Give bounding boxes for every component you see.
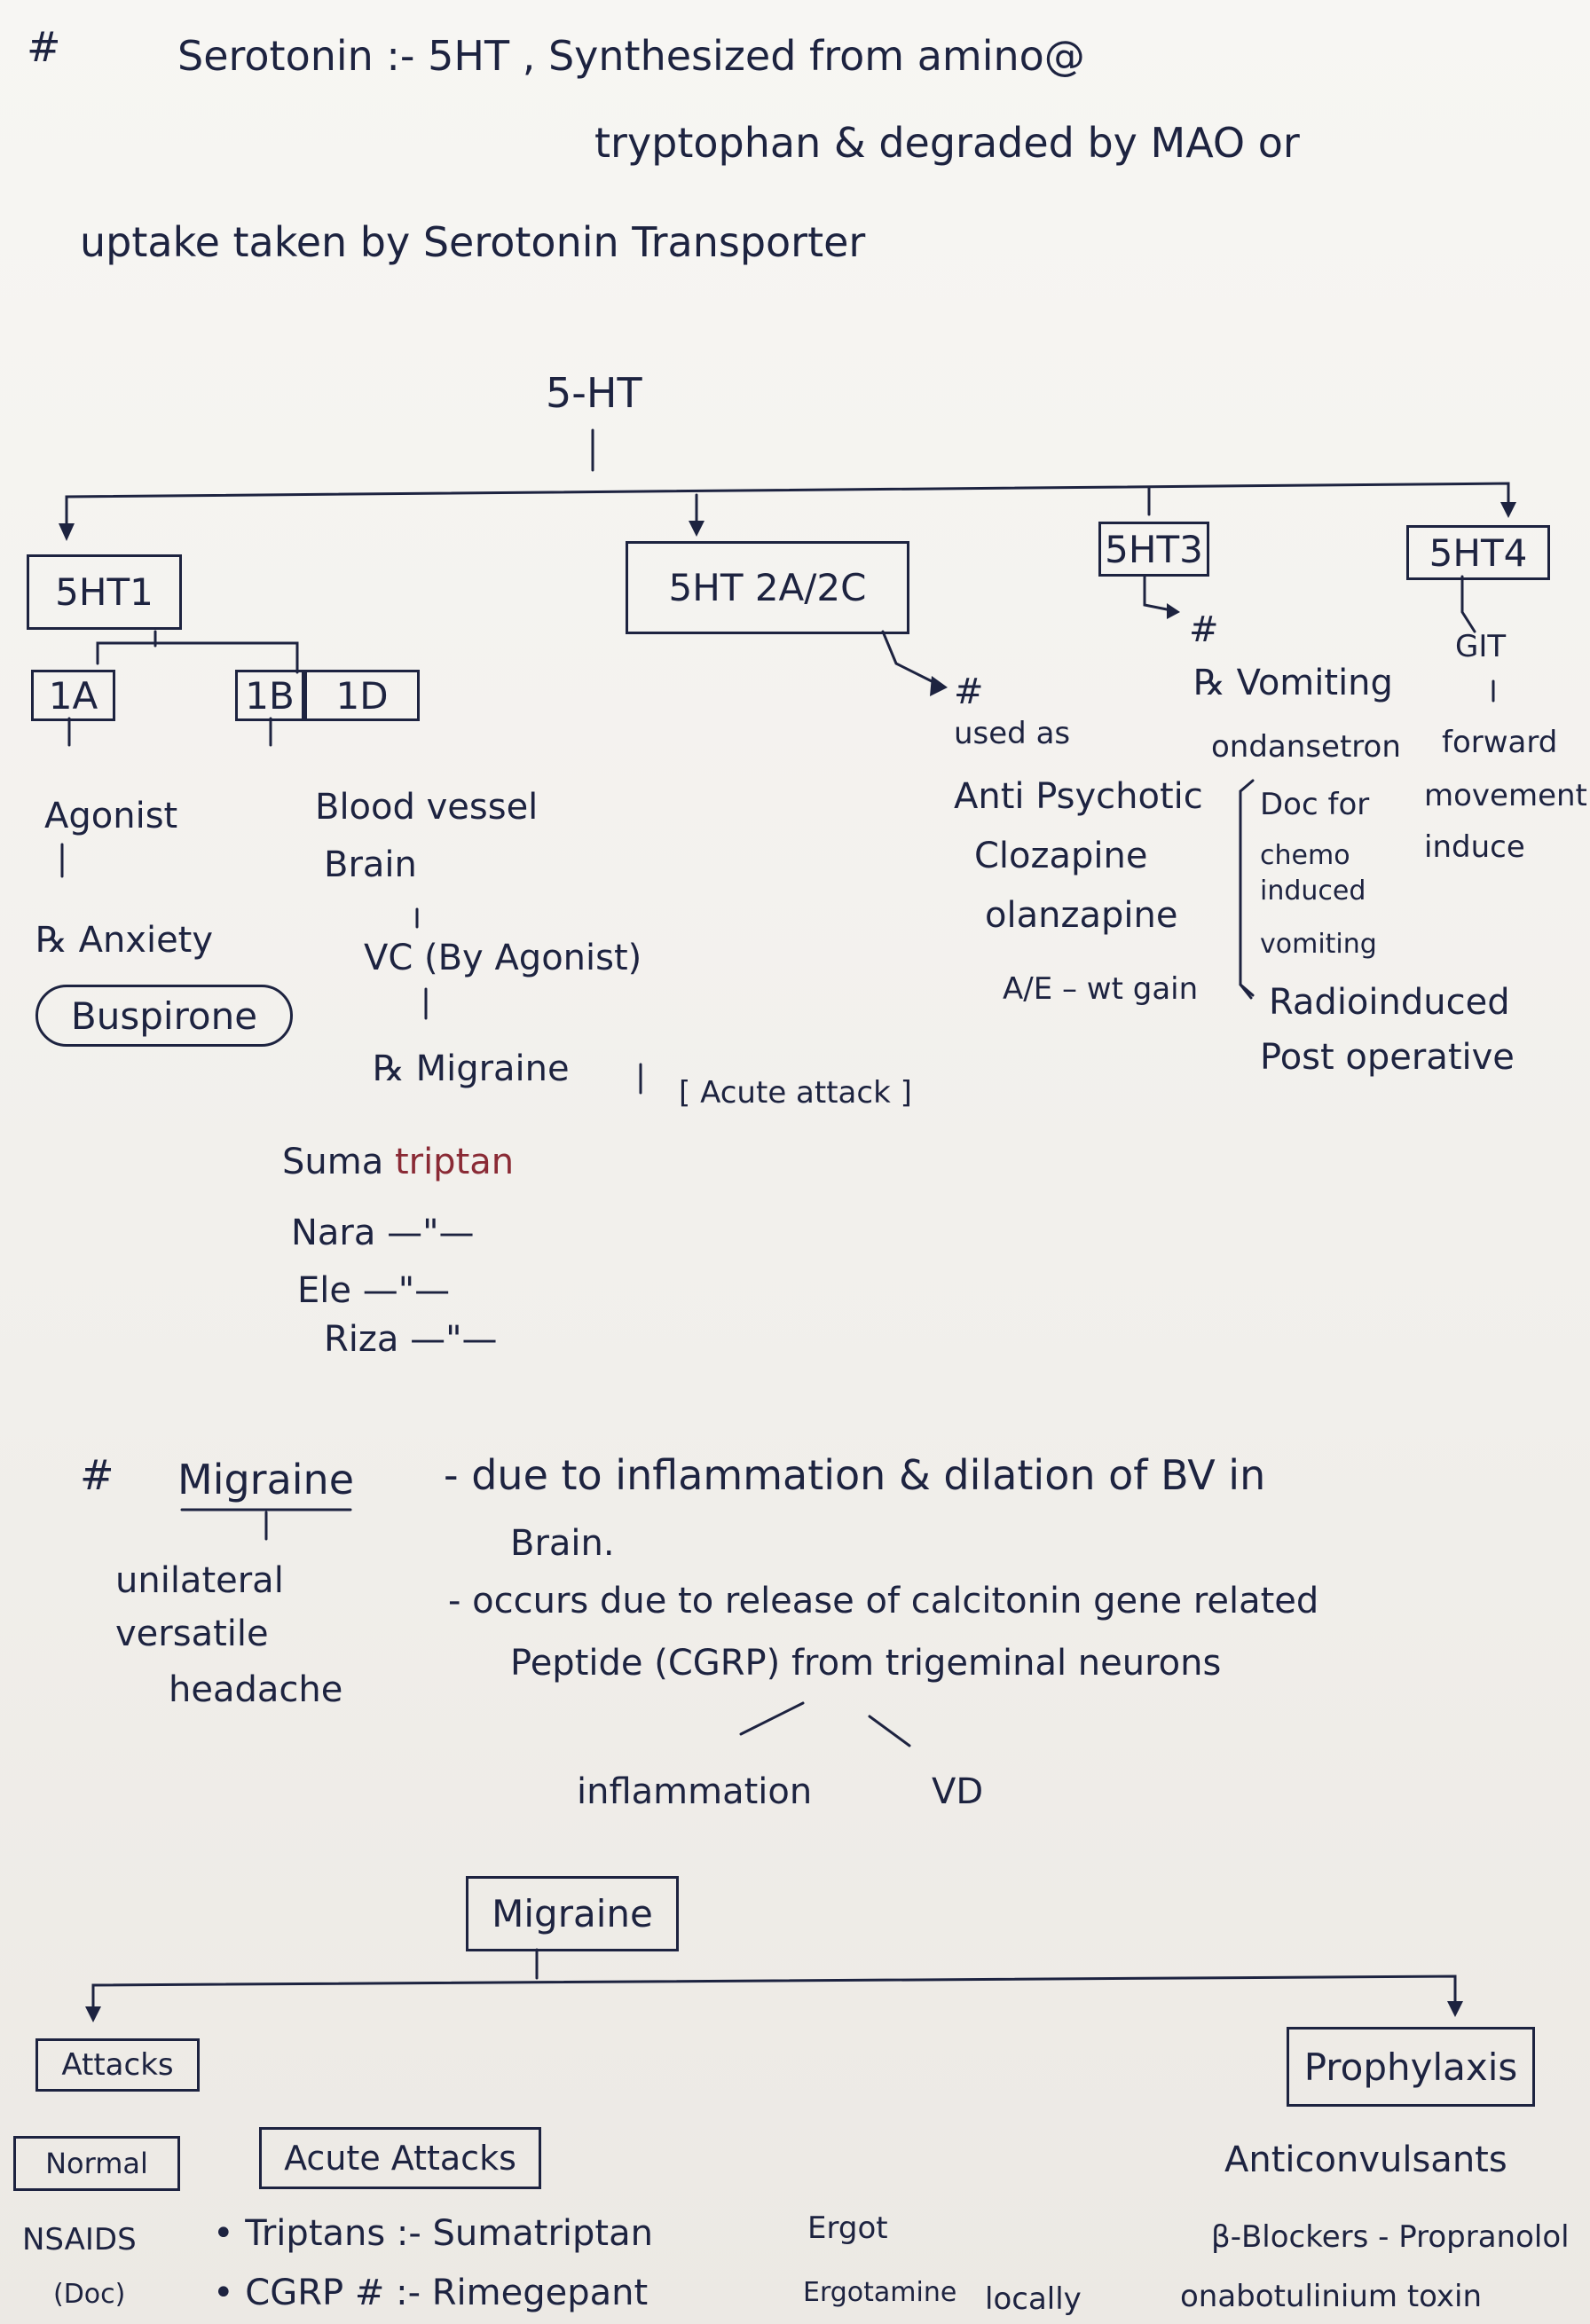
rx-migraine: ℞ Migraine	[373, 1048, 570, 1089]
clozapine: Clozapine	[974, 836, 1148, 876]
nsaids: NSAIDS	[22, 2222, 137, 2257]
naratriptan: Nara —"—	[291, 1213, 475, 1253]
radio-induced: Radioinduced	[1269, 982, 1510, 1023]
post-operative: Post operative	[1260, 1037, 1515, 1078]
rizatriptan: Riza —"—	[324, 1319, 498, 1360]
buspirone-circle: Buspirone	[35, 985, 293, 1047]
heading-line2: tryptophan & degraded by MAO or	[594, 119, 1300, 167]
headache: headache	[169, 1669, 343, 1710]
box-1d: 1D	[304, 670, 420, 721]
anticonvulsants: Anticonvulsants	[1224, 2139, 1507, 2180]
rx-anxiety: ℞ Anxiety	[35, 920, 214, 961]
triptans-line: • Triptans :- Sumatriptan	[213, 2213, 653, 2254]
eletriptan: Ele —"—	[297, 1270, 451, 1311]
vomiting: vomiting	[1260, 929, 1377, 960]
agonist-label: Agonist	[44, 796, 178, 836]
heading-line3: uptake taken by Serotonin Transporter	[80, 218, 866, 266]
chemo: chemo	[1260, 840, 1350, 871]
locally: locally	[985, 2281, 1082, 2317]
blood-vessel-label: Blood vessel	[315, 787, 539, 828]
migraine-hash: #	[80, 1451, 114, 1499]
brain-label: Brain	[324, 844, 417, 885]
vd: VD	[932, 1771, 984, 1812]
migraine-def1: - due to inflammation & dilation of BV i…	[444, 1451, 1266, 1499]
used-as: used as	[954, 716, 1071, 751]
inflammation: inflammation	[577, 1771, 813, 1812]
migraine-title: Migraine	[177, 1456, 355, 1504]
ondansetron: ondansetron	[1211, 729, 1401, 765]
git-label: GIT	[1455, 629, 1507, 664]
occurs-line2: Peptide (CGRP) from trigeminal neurons	[510, 1643, 1222, 1684]
used-as-hash: #	[954, 671, 984, 712]
vc-agonist: VC (By Agonist)	[364, 938, 642, 978]
induced: induced	[1260, 875, 1366, 907]
box-5ht3: 5HT3	[1098, 522, 1209, 577]
heading-serotonin: Serotonin :- 5HT , Synthesized from amin…	[177, 32, 1085, 80]
doc-for: Doc for	[1260, 787, 1370, 822]
heading-hash: #	[27, 23, 61, 71]
box-5ht2a2c: 5HT 2A/2C	[626, 541, 909, 634]
nsaids-doc: (Doc)	[53, 2279, 126, 2310]
triptan-suffix: triptan	[394, 1142, 515, 1182]
rx-vomiting: ℞ Vomiting	[1193, 663, 1393, 703]
tree-root: 5-HT	[546, 369, 642, 417]
occurs-line1: - occurs due to release of calcitonin ge…	[448, 1581, 1319, 1621]
induce: induce	[1424, 829, 1525, 865]
sumatriptan: Suma triptan	[282, 1144, 514, 1180]
unilateral: unilateral	[115, 1560, 284, 1601]
beta-blockers: β-Blockers - Propranolol	[1211, 2219, 1570, 2255]
forward: forward	[1442, 725, 1558, 760]
acute-attack-note: [ Acute attack ]	[679, 1075, 912, 1111]
cgrp-line: • CGRP # :- Rimegepant	[213, 2273, 649, 2313]
olanzapine: olanzapine	[985, 895, 1178, 936]
acute-attacks-box: Acute Attacks	[259, 2127, 541, 2189]
migraine-box: Migraine	[466, 1876, 679, 1951]
versatile: versatile	[115, 1613, 269, 1654]
attacks-box: Attacks	[35, 2038, 200, 2092]
box-5ht4: 5HT4	[1406, 525, 1550, 580]
onabotulinum-toxin: onabotulinium toxin	[1180, 2279, 1483, 2314]
migraine-def2: Brain.	[510, 1523, 615, 1564]
suma-prefix: Suma	[282, 1142, 384, 1182]
movement: movement	[1424, 778, 1587, 813]
acute-attack-text: Acute attack	[700, 1075, 891, 1111]
ergot: Ergot	[807, 2210, 888, 2246]
anti-psychotic: Anti Psychotic	[954, 776, 1203, 817]
box-5ht1: 5HT1	[27, 554, 182, 630]
box-1a: 1A	[31, 670, 115, 721]
ergotamine: Ergotamine	[803, 2277, 957, 2308]
adverse-effect: A/E – wt gain	[1003, 971, 1199, 1007]
box-1b: 1B	[235, 670, 304, 721]
normal-box: Normal	[13, 2136, 180, 2191]
prophylaxis-box: Prophylaxis	[1287, 2027, 1535, 2107]
r3-hash: #	[1189, 609, 1219, 650]
